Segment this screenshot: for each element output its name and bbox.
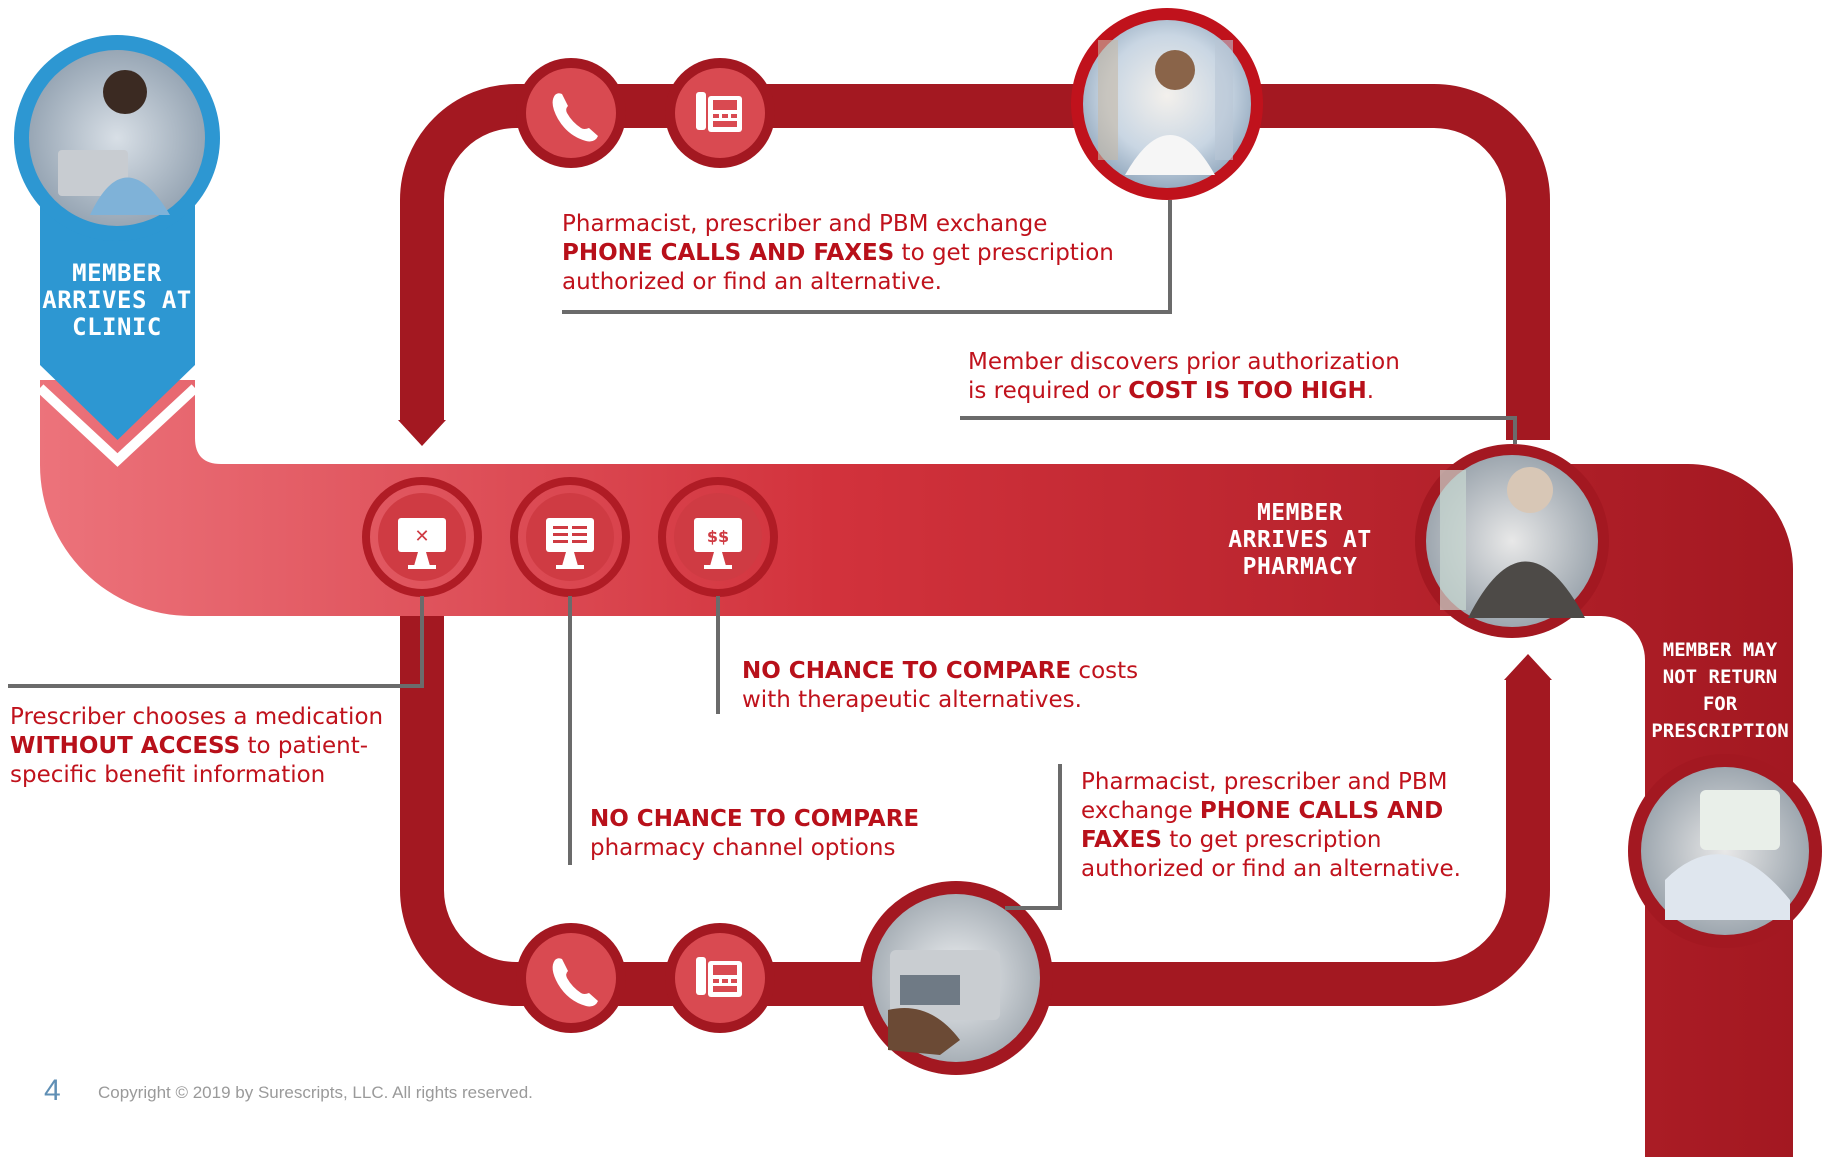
step-no-return-label: MEMBER MAY NOT RETURN FOR PRESCRIPTION xyxy=(1646,637,1794,745)
fax-photo xyxy=(859,881,1053,1075)
callout-compare-costs-rest: costs xyxy=(1071,658,1139,684)
callout-discover-bold: COST IS TOO HIGH xyxy=(1128,378,1367,404)
callout-compare-pharmacy-line-2: pharmacy channel options xyxy=(590,835,896,861)
fax-icon-bottom xyxy=(665,923,775,1033)
callout-top-loop-line-2: PHONE CALLS AND FAXES to get prescriptio… xyxy=(562,239,1162,268)
bottom-loop-arrow xyxy=(1504,654,1552,680)
callout-bottom-loop-line-1: Pharmacist, prescriber and PBM xyxy=(1081,769,1448,795)
top-loop-arrow xyxy=(398,420,446,446)
callout-prescriber-line-3: specific benefit information xyxy=(10,762,326,788)
phone-icon-bottom xyxy=(516,923,626,1033)
callout-bottom-loop-line-3: FAXES to get prescription xyxy=(1081,826,1501,855)
connector-discover xyxy=(960,416,1517,444)
monitor-dollar-icon: $$ xyxy=(658,477,778,597)
step-pharmacy-line-2: ARRIVES AT xyxy=(1228,527,1372,553)
monitor-x-icon: ✕ xyxy=(362,477,482,597)
step-no-return-line-2: NOT RETURN FOR xyxy=(1662,666,1778,715)
monitor-x-glyph: ✕ xyxy=(414,526,429,547)
callout-prescriber-line-1: Prescriber chooses a medication xyxy=(10,704,384,730)
callout-discover-line-2: is required or COST IS TOO HIGH. xyxy=(968,377,1508,406)
callout-prescriber-rest: to patient- xyxy=(240,733,369,759)
clinic-banner-chevron xyxy=(36,384,199,467)
callout-bottom-loop-bold-1: PHONE CALLS AND xyxy=(1199,798,1444,824)
step-clinic-line-2: ARRIVES AT xyxy=(42,286,192,314)
step-clinic-label: MEMBER ARRIVES AT CLINIC xyxy=(42,260,192,341)
callout-bottom-loop-bold-2: FAXES xyxy=(1081,827,1162,853)
phone-icon-top xyxy=(516,58,626,168)
connector-top-loop xyxy=(562,200,1172,314)
callout-prescriber-bold: WITHOUT ACCESS xyxy=(10,733,241,759)
step-clinic-line-1: MEMBER xyxy=(72,259,162,287)
callout-compare-costs-bold: NO CHANCE TO COMPARE xyxy=(742,658,1072,684)
callout-bottom-loop-line-4: authorized or find an alternative. xyxy=(1081,856,1461,882)
callout-bottom-loop-line-2: exchange PHONE CALLS AND xyxy=(1081,797,1501,826)
callout-top-loop-bold: PHONE CALLS AND FAXES xyxy=(562,240,895,266)
copyright-notice: Copyright © 2019 by Surescripts, LLC. Al… xyxy=(98,1083,533,1102)
fax-icon-top xyxy=(665,58,775,168)
connector-lines xyxy=(8,200,1517,910)
callout-bottom-loop-pre: exchange xyxy=(1081,798,1200,824)
callout-compare-pharmacy-bold: NO CHANCE TO COMPARE xyxy=(590,806,920,832)
callout-top-loop-rest: to get prescription xyxy=(894,240,1114,266)
callout-bottom-loop: Pharmacist, prescriber and PBM exchange … xyxy=(1081,768,1501,884)
callout-top-loop-line-1: Pharmacist, prescriber and PBM exchange xyxy=(562,211,1048,237)
connector-prescriber xyxy=(8,596,424,688)
step-clinic-line-3: CLINIC xyxy=(72,313,162,341)
step-pharmacy-label: MEMBER ARRIVES AT PHARMACY xyxy=(1220,500,1380,581)
monitor-list-icon xyxy=(510,477,630,597)
callout-compare-pharmacy: NO CHANCE TO COMPARE pharmacy channel op… xyxy=(590,805,970,863)
step-pharmacy-line-3: PHARMACY xyxy=(1242,554,1358,580)
callout-compare-costs-line-2: with therapeutic alternatives. xyxy=(742,687,1082,713)
top-loop-road xyxy=(400,84,1550,440)
step-no-return-line-1: MEMBER MAY xyxy=(1662,639,1778,661)
step-no-return-line-3: PRESCRIPTION xyxy=(1651,720,1789,742)
callout-discover-post: . xyxy=(1366,378,1375,404)
callout-discover: Member discovers prior authorization is … xyxy=(968,348,1508,406)
callout-prescriber-line-2: WITHOUT ACCESS to patient- xyxy=(10,732,430,761)
main-road xyxy=(40,380,1793,1157)
page-number: 4 xyxy=(44,1074,61,1107)
callout-compare-costs-line-1: NO CHANCE TO COMPARE costs xyxy=(742,657,1182,686)
clinic-photo xyxy=(14,35,220,241)
no-return-photo xyxy=(1628,754,1822,948)
step-pharmacy-line-1: MEMBER xyxy=(1256,500,1344,526)
callout-top-loop-line-3: authorized or find an alternative. xyxy=(562,269,942,295)
monitor-dollar-glyph: $$ xyxy=(707,527,729,546)
callout-discover-pre: is required or xyxy=(968,378,1129,404)
pharmacy-photo xyxy=(1415,444,1609,638)
callout-compare-pharmacy-line-1: NO CHANCE TO COMPARE xyxy=(590,805,970,834)
callout-discover-line-1: Member discovers prior authorization xyxy=(968,349,1400,375)
callout-prescriber: Prescriber chooses a medication WITHOUT … xyxy=(10,703,430,790)
callout-bottom-loop-rest: to get prescription xyxy=(1161,827,1382,853)
callout-top-loop: Pharmacist, prescriber and PBM exchange … xyxy=(562,210,1162,297)
connector-bottom-loop xyxy=(1005,764,1062,910)
callout-compare-costs: NO CHANCE TO COMPARE costs with therapeu… xyxy=(742,657,1182,715)
pharmacist-photo xyxy=(1071,8,1263,200)
